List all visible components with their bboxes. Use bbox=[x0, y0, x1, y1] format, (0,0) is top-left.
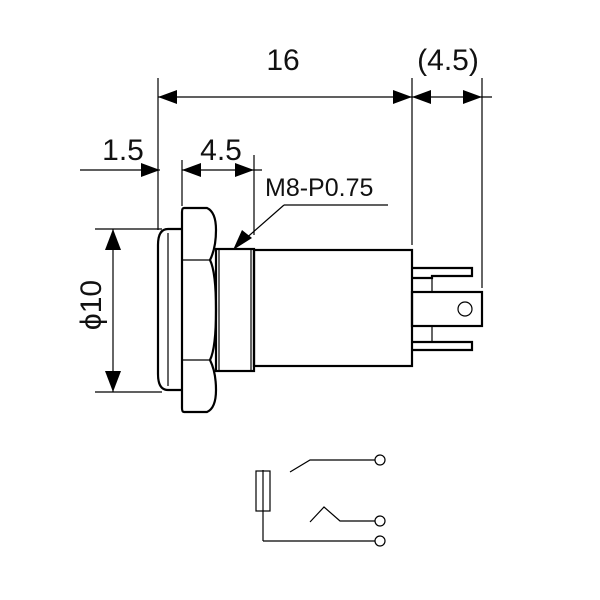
arrow-right bbox=[235, 163, 254, 177]
nut-width-label: 4.5 bbox=[200, 134, 242, 167]
terminal-top bbox=[412, 266, 474, 280]
dimension-flange-thickness: 1.5 bbox=[80, 134, 183, 206]
arrow-right bbox=[141, 163, 160, 177]
terminal-length-label: (4.5) bbox=[417, 44, 479, 77]
arrow-left bbox=[158, 90, 177, 104]
diameter-label: ϕ10 bbox=[75, 280, 108, 330]
switch-contact-upper bbox=[289, 459, 375, 473]
thread-spec-label: M8-P0.75 bbox=[265, 174, 373, 202]
arrow-right bbox=[393, 90, 412, 104]
terminal-dot bbox=[374, 535, 386, 547]
terminal-dot bbox=[374, 454, 386, 466]
callout-arrow bbox=[233, 230, 252, 250]
arrow-up bbox=[105, 229, 121, 250]
terminal-middle bbox=[410, 290, 484, 328]
flange-thickness-label: 1.5 bbox=[102, 134, 144, 167]
terminal-bottom bbox=[412, 340, 474, 352]
terminal-dot bbox=[374, 515, 386, 527]
terminal-hole bbox=[457, 301, 473, 317]
arrow-left bbox=[182, 163, 201, 177]
arrow-down bbox=[105, 371, 121, 392]
thread-callout: M8-P0.75 bbox=[233, 174, 388, 250]
overall-length-label: 16 bbox=[266, 44, 299, 77]
switch-contact-lower bbox=[309, 506, 375, 523]
hex-nut bbox=[180, 206, 218, 414]
circuit-symbol bbox=[255, 454, 386, 547]
dimension-terminal-length: (4.5) bbox=[412, 44, 492, 288]
dimension-diameter: ϕ10 bbox=[75, 228, 162, 393]
threaded-shank bbox=[214, 247, 256, 373]
arrow-right bbox=[463, 90, 482, 104]
arrow-left bbox=[412, 90, 431, 104]
housing bbox=[252, 248, 414, 368]
dimension-overall-length: 16 bbox=[157, 44, 413, 245]
switch-body bbox=[156, 206, 484, 414]
dimension-nut-width: 4.5 bbox=[182, 134, 262, 235]
front-bezel bbox=[156, 227, 182, 392]
